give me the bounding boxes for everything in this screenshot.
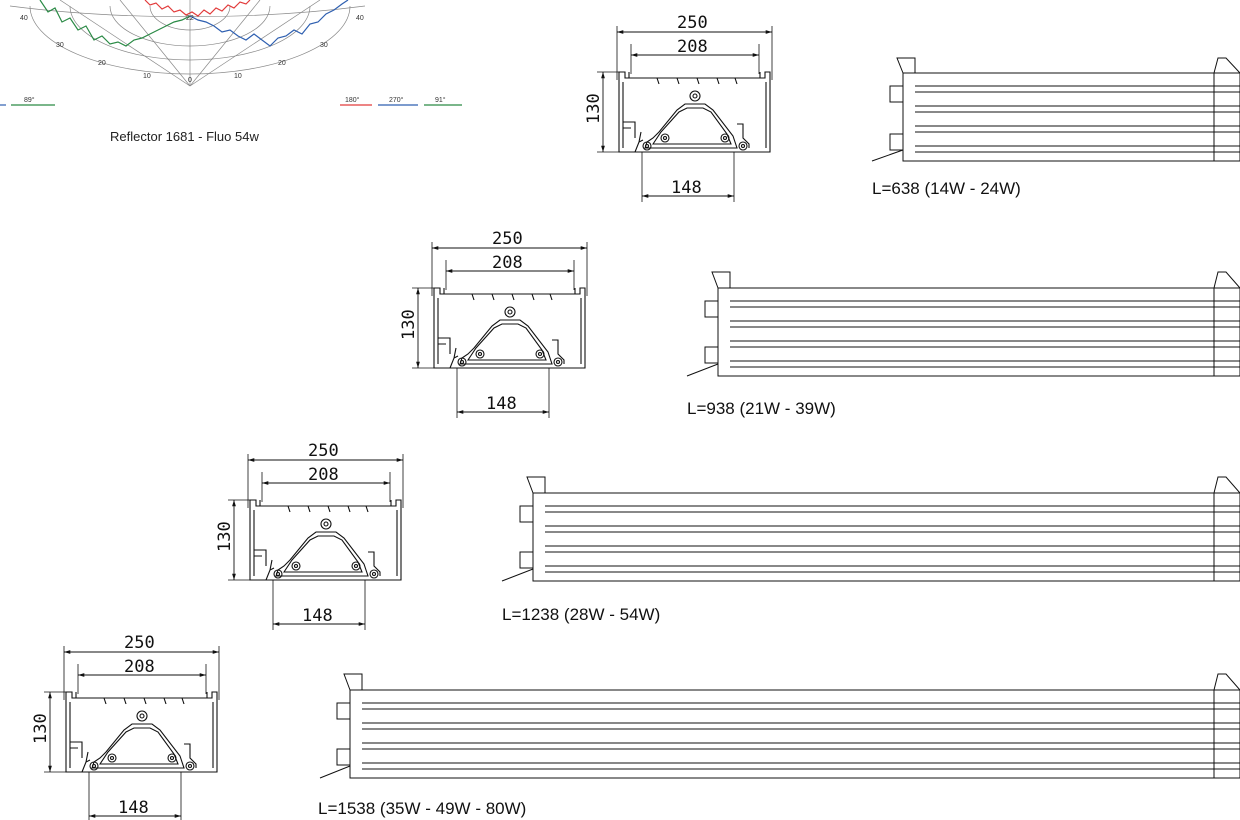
legend-left-label: 89° — [24, 96, 35, 104]
dim-width-outer: 250 — [492, 229, 523, 249]
dim-bottom-width: 148 — [671, 178, 702, 198]
polar-center-label: 22 — [186, 15, 194, 22]
polar-ring-label: 10 — [143, 73, 151, 80]
cross-section-2: 250 208 130 148 — [399, 229, 587, 418]
dim-bottom-width: 148 — [302, 606, 333, 626]
dim-width-inner: 208 — [492, 253, 523, 273]
dim-height: 130 — [215, 521, 235, 552]
dim-height: 130 — [399, 309, 419, 340]
polar-photometric-chart: 40 30 20 10 0 22 10 20 30 40 89° 180° 27… — [0, 0, 462, 144]
side-view-3 — [501, 476, 1240, 582]
polar-legend: 89° 180° 270° 91° — [0, 96, 462, 106]
polar-grid — [9, 0, 366, 87]
dim-height: 130 — [584, 93, 604, 124]
cross-section-3: 250 208 130 148 — [215, 441, 403, 630]
polar-curve-red — [144, 0, 251, 17]
polar-chart-caption: Reflector 1681 - Fluo 54w — [110, 129, 259, 144]
dim-width-inner: 208 — [124, 657, 155, 677]
polar-ring-label: 10 — [234, 73, 242, 80]
side-view-4 — [319, 673, 1240, 779]
dim-width-outer: 250 — [308, 441, 339, 461]
polar-curve-green — [39, 0, 191, 47]
cross-section-4: 250 208 130 148 — [31, 633, 219, 820]
side-view-1 — [871, 57, 1240, 162]
dim-width-inner: 208 — [677, 37, 708, 57]
polar-ring-label: 30 — [320, 42, 328, 49]
polar-ring-label: 40 — [20, 15, 28, 22]
length-label-2: L=938 (21W - 39W) — [687, 399, 836, 418]
dim-width-outer: 250 — [677, 13, 708, 33]
length-label-1: L=638 (14W - 24W) — [872, 179, 1021, 198]
polar-ring-label: 30 — [56, 42, 64, 49]
polar-ring-label: 20 — [98, 60, 106, 67]
polar-curve-blue — [189, 0, 349, 47]
dim-width-inner: 208 — [308, 465, 339, 485]
length-label-3: L=1238 (28W - 54W) — [502, 605, 660, 624]
dim-width-outer: 250 — [124, 633, 155, 653]
legend-label-180: 180° — [345, 96, 360, 104]
side-view-2 — [686, 271, 1240, 377]
polar-ring-label: 0 — [188, 77, 192, 84]
polar-ring-label: 20 — [278, 60, 286, 67]
length-label-4: L=1538 (35W - 49W - 80W) — [318, 799, 526, 818]
dim-height: 130 — [31, 713, 51, 744]
dim-bottom-width: 148 — [118, 798, 149, 818]
legend-label-270: 270° — [389, 96, 404, 104]
polar-ring-label: 40 — [356, 15, 364, 22]
dim-bottom-width: 148 — [486, 394, 517, 414]
cross-section-1: 250 208 130 148 — [584, 13, 772, 202]
legend-label-91: 91° — [435, 96, 446, 104]
